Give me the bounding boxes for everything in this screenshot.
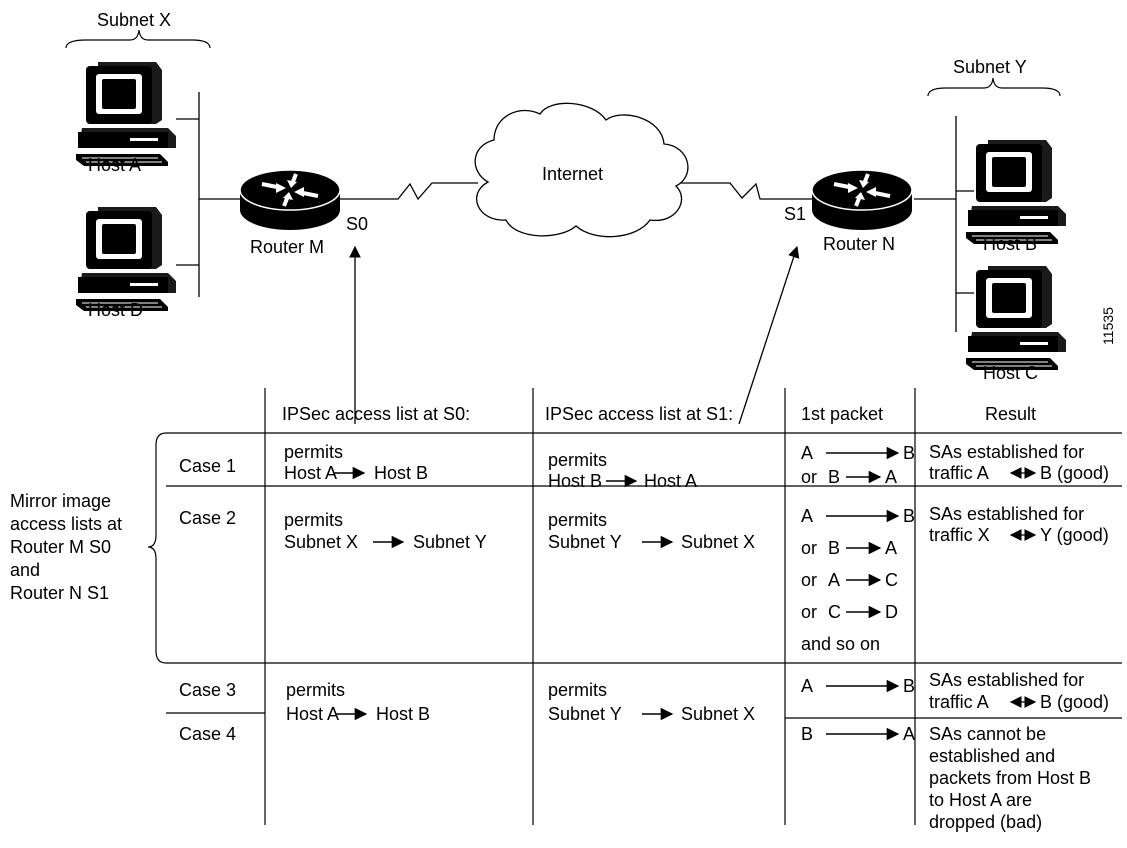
- mirror-label-line: and: [10, 560, 41, 580]
- packet-from: A: [801, 506, 814, 526]
- subnet-x-label: Subnet X: [97, 10, 172, 30]
- packet-from: A: [828, 570, 841, 590]
- permit-arrows: [334, 466, 674, 721]
- subnet-y-brace: [927, 77, 1061, 97]
- case-4-label: Case 4: [179, 724, 237, 744]
- case-2-s0-permits: permits: [284, 510, 344, 530]
- router-m-icon: [238, 168, 342, 232]
- router-n-icon: [810, 168, 914, 232]
- case-2-s1-from: Subnet Y: [548, 532, 622, 552]
- result-case-4-line: dropped (bad): [929, 812, 1043, 832]
- packet-prefix: or: [801, 602, 818, 622]
- packet-to: A: [885, 467, 898, 487]
- packet-to: C: [885, 570, 898, 590]
- subnet-x-brace: [65, 29, 211, 49]
- packet-from: B: [828, 538, 841, 558]
- packet-to: B: [903, 443, 916, 463]
- result-case-1-line: B (good): [1040, 463, 1110, 483]
- case-3-4-s1-from: Subnet Y: [548, 704, 622, 724]
- case-1-s1-to: Host A: [644, 471, 698, 491]
- case-1-s0-to: Host B: [374, 463, 429, 483]
- result-case-1-line: SAs established for: [929, 442, 1085, 462]
- mirror-label-line: Router N S1: [10, 583, 110, 603]
- packet-tail: and so on: [801, 634, 881, 654]
- table-grid: [166, 388, 1122, 825]
- result-case-4-line: to Host A are: [929, 790, 1033, 810]
- result-case-4-line: established and: [929, 746, 1056, 766]
- host-d-label: Host D: [88, 300, 144, 320]
- packet-to: A: [903, 724, 916, 744]
- packet-from: B: [828, 467, 841, 487]
- mirror-label-line: Router M S0: [10, 537, 112, 557]
- s0-label: S0: [346, 214, 369, 234]
- result-case-3-line: B (good): [1040, 692, 1110, 712]
- case-1-s1-permits: permits: [548, 450, 608, 470]
- packet-arrows: [826, 446, 900, 741]
- packet-prefix: or: [801, 570, 818, 590]
- header-s0: IPSec access list at S0:: [282, 404, 471, 424]
- host-d-computer: [75, 206, 177, 312]
- case-3-4-s1-to: Subnet X: [681, 704, 756, 724]
- case-2-s0-to: Subnet Y: [413, 532, 487, 552]
- case-1-s0-permits: permits: [284, 442, 344, 462]
- host-c-computer: [965, 265, 1067, 371]
- mirror-label-line: access lists at: [10, 514, 123, 534]
- case-3-4-s0-to: Host B: [376, 704, 431, 724]
- case-2-s1-permits: permits: [548, 510, 608, 530]
- serial-link-s1: [678, 182, 812, 200]
- case-3-4-s0-permits: permits: [286, 680, 346, 700]
- packet-to: B: [903, 676, 916, 696]
- host-a-computer: [75, 61, 177, 167]
- mirror-label-line: Mirror image: [10, 491, 112, 511]
- result-case-1-line: traffic A: [929, 463, 989, 483]
- mirror-brace: [147, 432, 167, 664]
- result-case-2-line: Y (good): [1040, 525, 1109, 545]
- case-3-4-s1-permits: permits: [548, 680, 608, 700]
- packet-to: D: [885, 602, 898, 622]
- case-3-4-s0-from: Host A: [286, 704, 340, 724]
- host-a-label: Host A: [88, 155, 142, 175]
- packet-to: B: [903, 506, 916, 526]
- result-case-2-line: traffic X: [929, 525, 990, 545]
- packet-from: B: [801, 724, 814, 744]
- internet-label: Internet: [542, 164, 604, 184]
- packet-prefix: or: [801, 467, 818, 487]
- case-2-s0-from: Subnet X: [284, 532, 359, 552]
- subnet-y-label: Subnet Y: [953, 57, 1027, 77]
- case-1-s0-from: Host A: [284, 463, 338, 483]
- figure-id: 11535: [1100, 307, 1116, 345]
- host-b-computer: [965, 139, 1067, 245]
- case-3-label: Case 3: [179, 680, 237, 700]
- result-case-4-line: packets from Host B: [929, 768, 1092, 788]
- header-result: Result: [985, 404, 1037, 424]
- case-1-label: Case 1: [179, 456, 237, 476]
- internet-cloud: [474, 102, 689, 238]
- header-1st-packet: 1st packet: [801, 404, 884, 424]
- result-double-arrows: [1009, 467, 1037, 708]
- s1-label: S1: [784, 204, 807, 224]
- packet-from: C: [828, 602, 841, 622]
- case-2-label: Case 2: [179, 508, 237, 528]
- result-case-3-line: traffic A: [929, 692, 989, 712]
- host-b-label: Host B: [983, 234, 1038, 254]
- arrow-to-s1: [738, 245, 800, 425]
- case-2-s1-to: Subnet X: [681, 532, 756, 552]
- result-case-4-line: SAs cannot be: [929, 724, 1047, 744]
- header-s1: IPSec access list at S1:: [545, 404, 734, 424]
- router-m-label: Router M: [250, 237, 325, 257]
- case-1-s1-from: Host B: [548, 471, 603, 491]
- result-case-3-line: SAs established for: [929, 670, 1085, 690]
- router-n-label: Router N: [823, 234, 896, 254]
- packet-from: A: [801, 676, 814, 696]
- packet-prefix: or: [801, 538, 818, 558]
- result-case-2-line: SAs established for: [929, 504, 1085, 524]
- serial-link-s0: [340, 182, 478, 201]
- host-c-label: Host C: [983, 363, 1039, 383]
- packet-to: A: [885, 538, 898, 558]
- packet-from: A: [801, 443, 814, 463]
